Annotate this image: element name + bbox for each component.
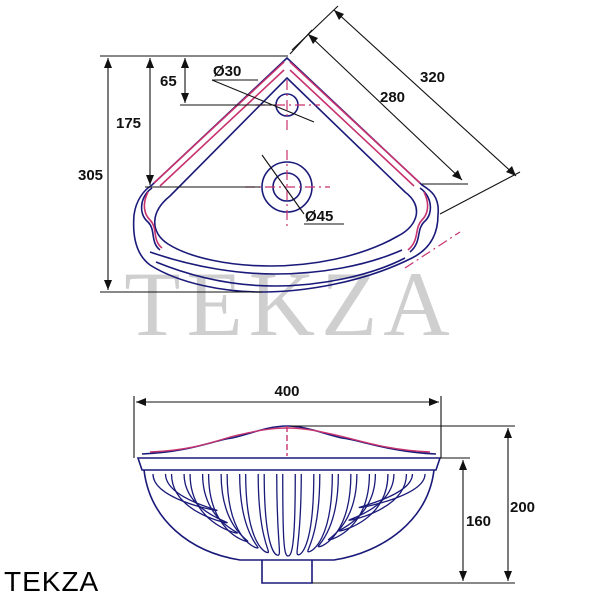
bowl-flute xyxy=(170,473,228,524)
rim-accent-right-2 xyxy=(289,69,415,187)
leader-45 xyxy=(261,154,305,215)
bowl-flute xyxy=(152,473,218,512)
left-scroll-accent xyxy=(143,191,163,249)
side-flutes xyxy=(152,473,426,557)
top-view-accent xyxy=(143,61,429,251)
basin-front-lip-inner xyxy=(149,249,403,275)
diagonal-axis xyxy=(404,231,461,269)
bowl-flute xyxy=(307,473,333,553)
side-view-dimensions xyxy=(133,396,515,584)
bowl-flute xyxy=(245,473,270,554)
dim-label-280: 280 xyxy=(380,89,405,106)
arrowheads-top xyxy=(104,10,516,290)
right-scroll-ornament xyxy=(409,187,432,253)
dim-line-320 xyxy=(333,9,517,177)
dim-label-320: 320 xyxy=(420,69,445,86)
side-view xyxy=(136,425,442,584)
side-rim-top xyxy=(141,425,437,455)
side-view-accent xyxy=(149,426,431,456)
bowl-flute xyxy=(296,473,315,556)
brand-logo-text: TEKZA xyxy=(4,566,100,597)
dim-label-diameter-30: Ø30 xyxy=(213,63,241,80)
basin-front-lip xyxy=(155,257,406,287)
dim-line-280 xyxy=(307,33,463,181)
bowl-flute xyxy=(317,473,352,548)
bowl-flute xyxy=(282,473,296,557)
top-view-dimensions xyxy=(100,5,521,293)
dim-label-160: 160 xyxy=(466,513,491,530)
side-bowl-outline xyxy=(143,469,435,561)
bowl-flute xyxy=(328,473,371,541)
bowl-flute xyxy=(263,473,281,556)
right-scroll-accent xyxy=(407,191,429,251)
arrowheads-side xyxy=(136,398,512,581)
bowl-flute xyxy=(226,473,259,549)
side-rim-band xyxy=(136,457,442,471)
dim-label-400: 400 xyxy=(274,383,299,400)
side-foot xyxy=(261,560,313,584)
rim-accent-right xyxy=(289,61,421,184)
dim-label-305: 305 xyxy=(78,167,103,184)
dim-label-175: 175 xyxy=(116,115,141,132)
dim-label-200: 200 xyxy=(510,499,535,516)
rim-accent-left-2 xyxy=(159,69,285,187)
bowl-flute xyxy=(189,473,238,534)
basin-outer-outline xyxy=(132,56,440,293)
rim-accent-left xyxy=(153,61,285,184)
dim-label-diameter-45: Ø45 xyxy=(305,208,333,225)
leader-30 xyxy=(211,79,315,123)
left-scroll-ornament xyxy=(140,187,161,251)
bowl-flute xyxy=(358,473,426,509)
dim-label-65: 65 xyxy=(160,73,177,90)
basin-inner-outline xyxy=(154,76,418,267)
